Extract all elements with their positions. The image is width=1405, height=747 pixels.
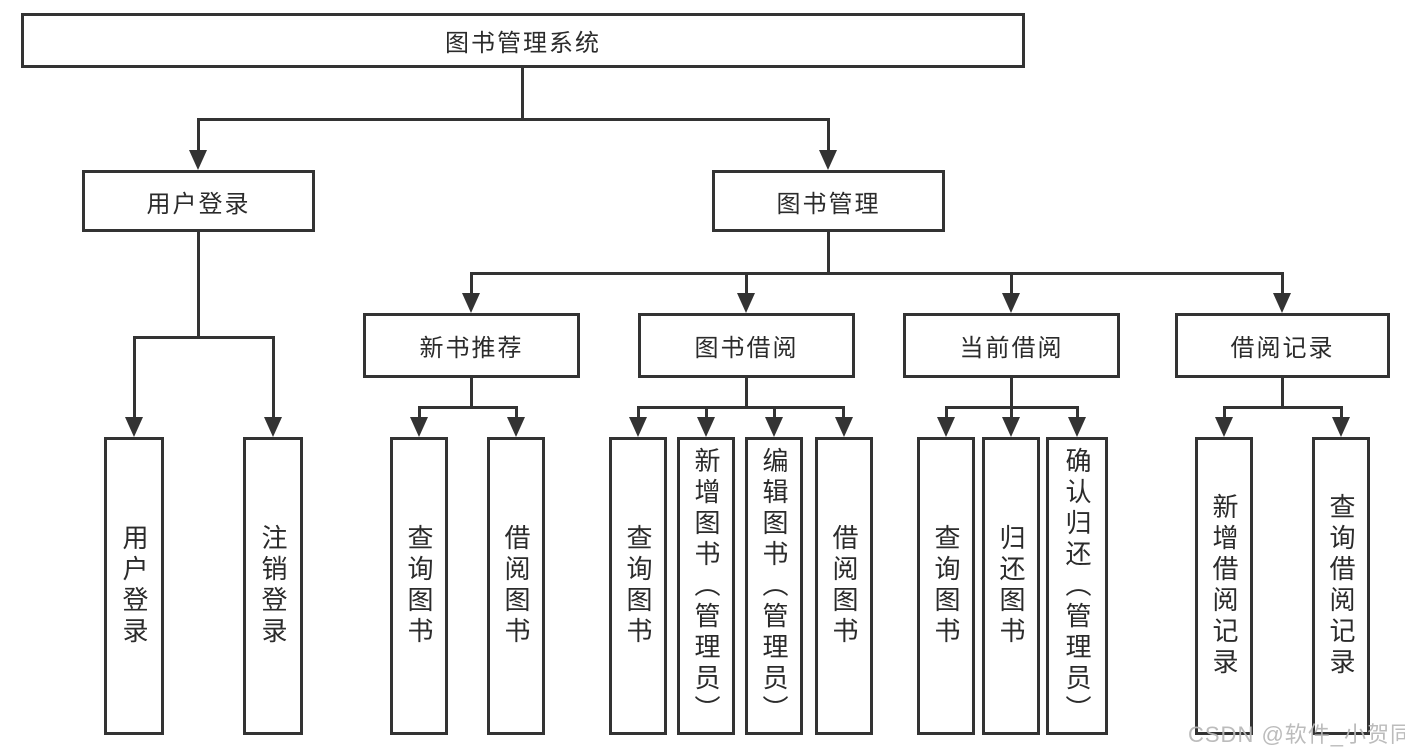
node-user-login: 用户登录 [82, 170, 315, 232]
connector-book-borrow-stem [745, 378, 748, 406]
node-label: 新书推荐 [419, 335, 524, 362]
leaf-add-borrow-record: 新增借阅记录 [1195, 437, 1253, 735]
arrow-to-leaf [507, 417, 525, 437]
connector-borrow-records-rail [1223, 406, 1342, 409]
arrow-to-leaf [1002, 417, 1020, 437]
leaf-return-book: 归还图书 [982, 437, 1040, 735]
connector-drop [945, 406, 948, 419]
leaf-label: 查询图书 [623, 524, 653, 648]
connector-current-borrow-stem [1010, 378, 1013, 406]
arrow-to-leaf [697, 417, 715, 437]
arrow-to-leaf [1068, 417, 1086, 437]
connector-book-mgmt-rail [470, 272, 1283, 275]
connector-drop [1281, 272, 1284, 295]
leaf-label: 注销登录 [258, 524, 288, 648]
leaf-label: 用户登录 [119, 524, 149, 648]
connector-user-login-stem [197, 232, 200, 336]
leaf-label: 归还图书 [996, 524, 1026, 648]
node-label: 用户登录 [146, 190, 251, 218]
connector-drop [470, 272, 473, 295]
csdn-watermark: CSDN @软件_小贺同学 [1188, 722, 1405, 747]
arrow-to-borrow-records [1273, 293, 1291, 313]
connector-root-rail [197, 118, 830, 121]
connector-drop [133, 336, 136, 419]
connector-drop [515, 406, 518, 419]
leaf-label: 新增图书（管理员） [691, 446, 721, 726]
leaf-label: 借阅图书 [501, 524, 531, 648]
connector-drop [705, 406, 708, 419]
node-label: 当前借阅 [959, 335, 1064, 362]
connector-drop [1076, 406, 1079, 419]
node-new-book-recommend: 新书推荐 [363, 313, 580, 378]
leaf-user-login: 用户登录 [104, 437, 164, 735]
node-label: 借阅记录 [1230, 335, 1335, 362]
arrow-to-current-borrow [1002, 293, 1020, 313]
arrow-to-leaf [1215, 417, 1233, 437]
leaf-label: 查询借阅记录 [1326, 493, 1356, 679]
arrow-to-login-leaf [125, 417, 143, 437]
node-current-borrowing: 当前借阅 [903, 313, 1120, 378]
leaf-label: 借阅图书 [829, 524, 859, 648]
leaf-label: 查询图书 [404, 524, 434, 648]
connector-drop [272, 336, 275, 419]
leaf-label: 新增借阅记录 [1209, 493, 1239, 679]
arrow-to-leaf [765, 417, 783, 437]
connector-book-mgmt-drop [827, 118, 830, 152]
leaf-query-borrow-record: 查询借阅记录 [1312, 437, 1370, 735]
connector-drop [1010, 272, 1013, 295]
leaf-query-books-recommend: 查询图书 [390, 437, 448, 735]
connector-drop [1340, 406, 1343, 419]
arrow-to-leaf [937, 417, 955, 437]
arrow-to-leaf [629, 417, 647, 437]
connector-book-mgmt-stem [827, 232, 830, 272]
leaf-confirm-return-admin: 确认归还（管理员） [1046, 437, 1108, 735]
leaf-query-books-current: 查询图书 [917, 437, 975, 735]
connector-new-books-stem [470, 378, 473, 406]
node-label: 图书管理系统 [445, 30, 601, 57]
node-library-management-system: 图书管理系统 [21, 13, 1025, 68]
arrow-to-book-mgmt [819, 150, 837, 170]
arrow-to-user-login [189, 150, 207, 170]
connector-drop [773, 406, 776, 419]
connector-user-login-drop [197, 118, 200, 152]
connector-root-stem [521, 68, 524, 118]
leaf-logout: 注销登录 [243, 437, 303, 735]
arrow-to-logout-leaf [264, 417, 282, 437]
node-book-management: 图书管理 [712, 170, 945, 232]
leaf-borrow-books-recommend: 借阅图书 [487, 437, 545, 735]
arrow-to-leaf [1332, 417, 1350, 437]
connector-drop [1010, 406, 1013, 419]
connector-book-borrow-rail [637, 406, 845, 409]
connector-new-books-rail [418, 406, 518, 409]
arrow-to-book-borrow [737, 293, 755, 313]
leaf-label: 编辑图书（管理员） [759, 446, 789, 726]
connector-drop [418, 406, 421, 419]
connector-drop [745, 272, 748, 295]
node-label: 图书管理 [776, 190, 881, 218]
node-book-borrowing: 图书借阅 [638, 313, 855, 378]
arrow-to-leaf [410, 417, 428, 437]
connector-drop [637, 406, 640, 419]
connector-user-login-rail [133, 336, 275, 339]
arrow-to-leaf [835, 417, 853, 437]
leaf-edit-book-admin: 编辑图书（管理员） [745, 437, 803, 735]
connector-drop [1223, 406, 1226, 419]
connector-borrow-records-stem [1281, 378, 1284, 406]
leaf-add-book-admin: 新增图书（管理员） [677, 437, 735, 735]
leaf-query-books-borrow: 查询图书 [609, 437, 667, 735]
leaf-borrow-book: 借阅图书 [815, 437, 873, 735]
arrow-to-new-books [462, 293, 480, 313]
connector-drop [842, 406, 845, 419]
leaf-label: 确认归还（管理员） [1062, 446, 1092, 726]
node-label: 图书借阅 [694, 335, 799, 362]
leaf-label: 查询图书 [931, 524, 961, 648]
node-borrowing-records: 借阅记录 [1175, 313, 1390, 378]
